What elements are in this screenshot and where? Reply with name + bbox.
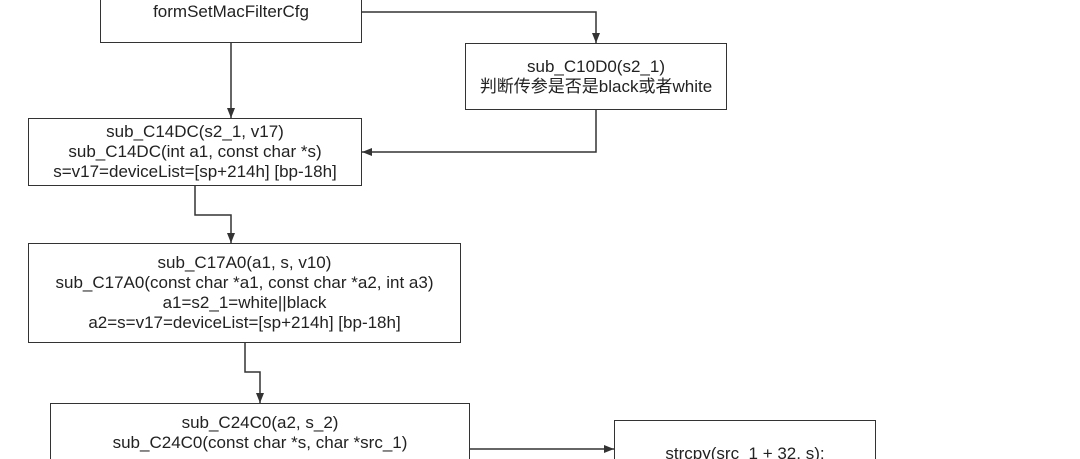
node-line: sub_C24C0(a2, s_2) <box>181 413 339 432</box>
arrow-sub-c10d0-to-sub-c14dc <box>362 110 597 156</box>
node-line: a2=s=v17=deviceList=[sp+214h] [bp-18h] <box>88 313 401 332</box>
node-line: s=v17=deviceList=[sp+214h] [bp-18h] <box>53 162 337 181</box>
node-line: 判断传参是否是black或者white <box>479 76 713 96</box>
node-sub-c17a0: sub_C17A0(a1, s, v10) sub_C17A0(const ch… <box>28 243 461 343</box>
node-line: sub_C17A0(const char *a1, const char *a2… <box>55 273 434 292</box>
node-line: sub_C10D0(s2_1) <box>527 56 665 76</box>
node-sub-c10d0: sub_C10D0(s2_1) 判断传参是否是black或者white <box>465 43 727 110</box>
node-line: a1=s2_1=white||black <box>162 293 327 312</box>
arrow-formsetmacfiltercfg-to-sub-c10d0 <box>362 11 600 43</box>
node-line: formSetMacFilterCfg <box>153 2 309 21</box>
node-strcpy: strcpy(src_1 + 32, s); <box>614 420 876 459</box>
node-sub-c24c0: sub_C24C0(a2, s_2) sub_C24C0(const char … <box>50 403 470 459</box>
node-line: sub_C14DC(int a1, const char *s) <box>68 142 322 161</box>
node-sub-c14dc: sub_C14DC(s2_1, v17) sub_C14DC(int a1, c… <box>28 118 362 186</box>
node-line: strcpy(src_1 + 32, s); <box>665 444 825 459</box>
node-line: sub_C14DC(s2_1, v17) <box>106 122 284 141</box>
arrow-sub-c14dc-to-sub-c17a0 <box>194 186 235 243</box>
node-line: sub_C17A0(a1, s, v10) <box>157 253 332 272</box>
node-formsetmacfiltercfg: formSetMacFilterCfg <box>100 0 362 43</box>
node-line: sub_C24C0(const char *s, char *src_1) <box>112 433 408 452</box>
arrow-sub-c17a0-to-sub-c24c0 <box>244 343 264 403</box>
